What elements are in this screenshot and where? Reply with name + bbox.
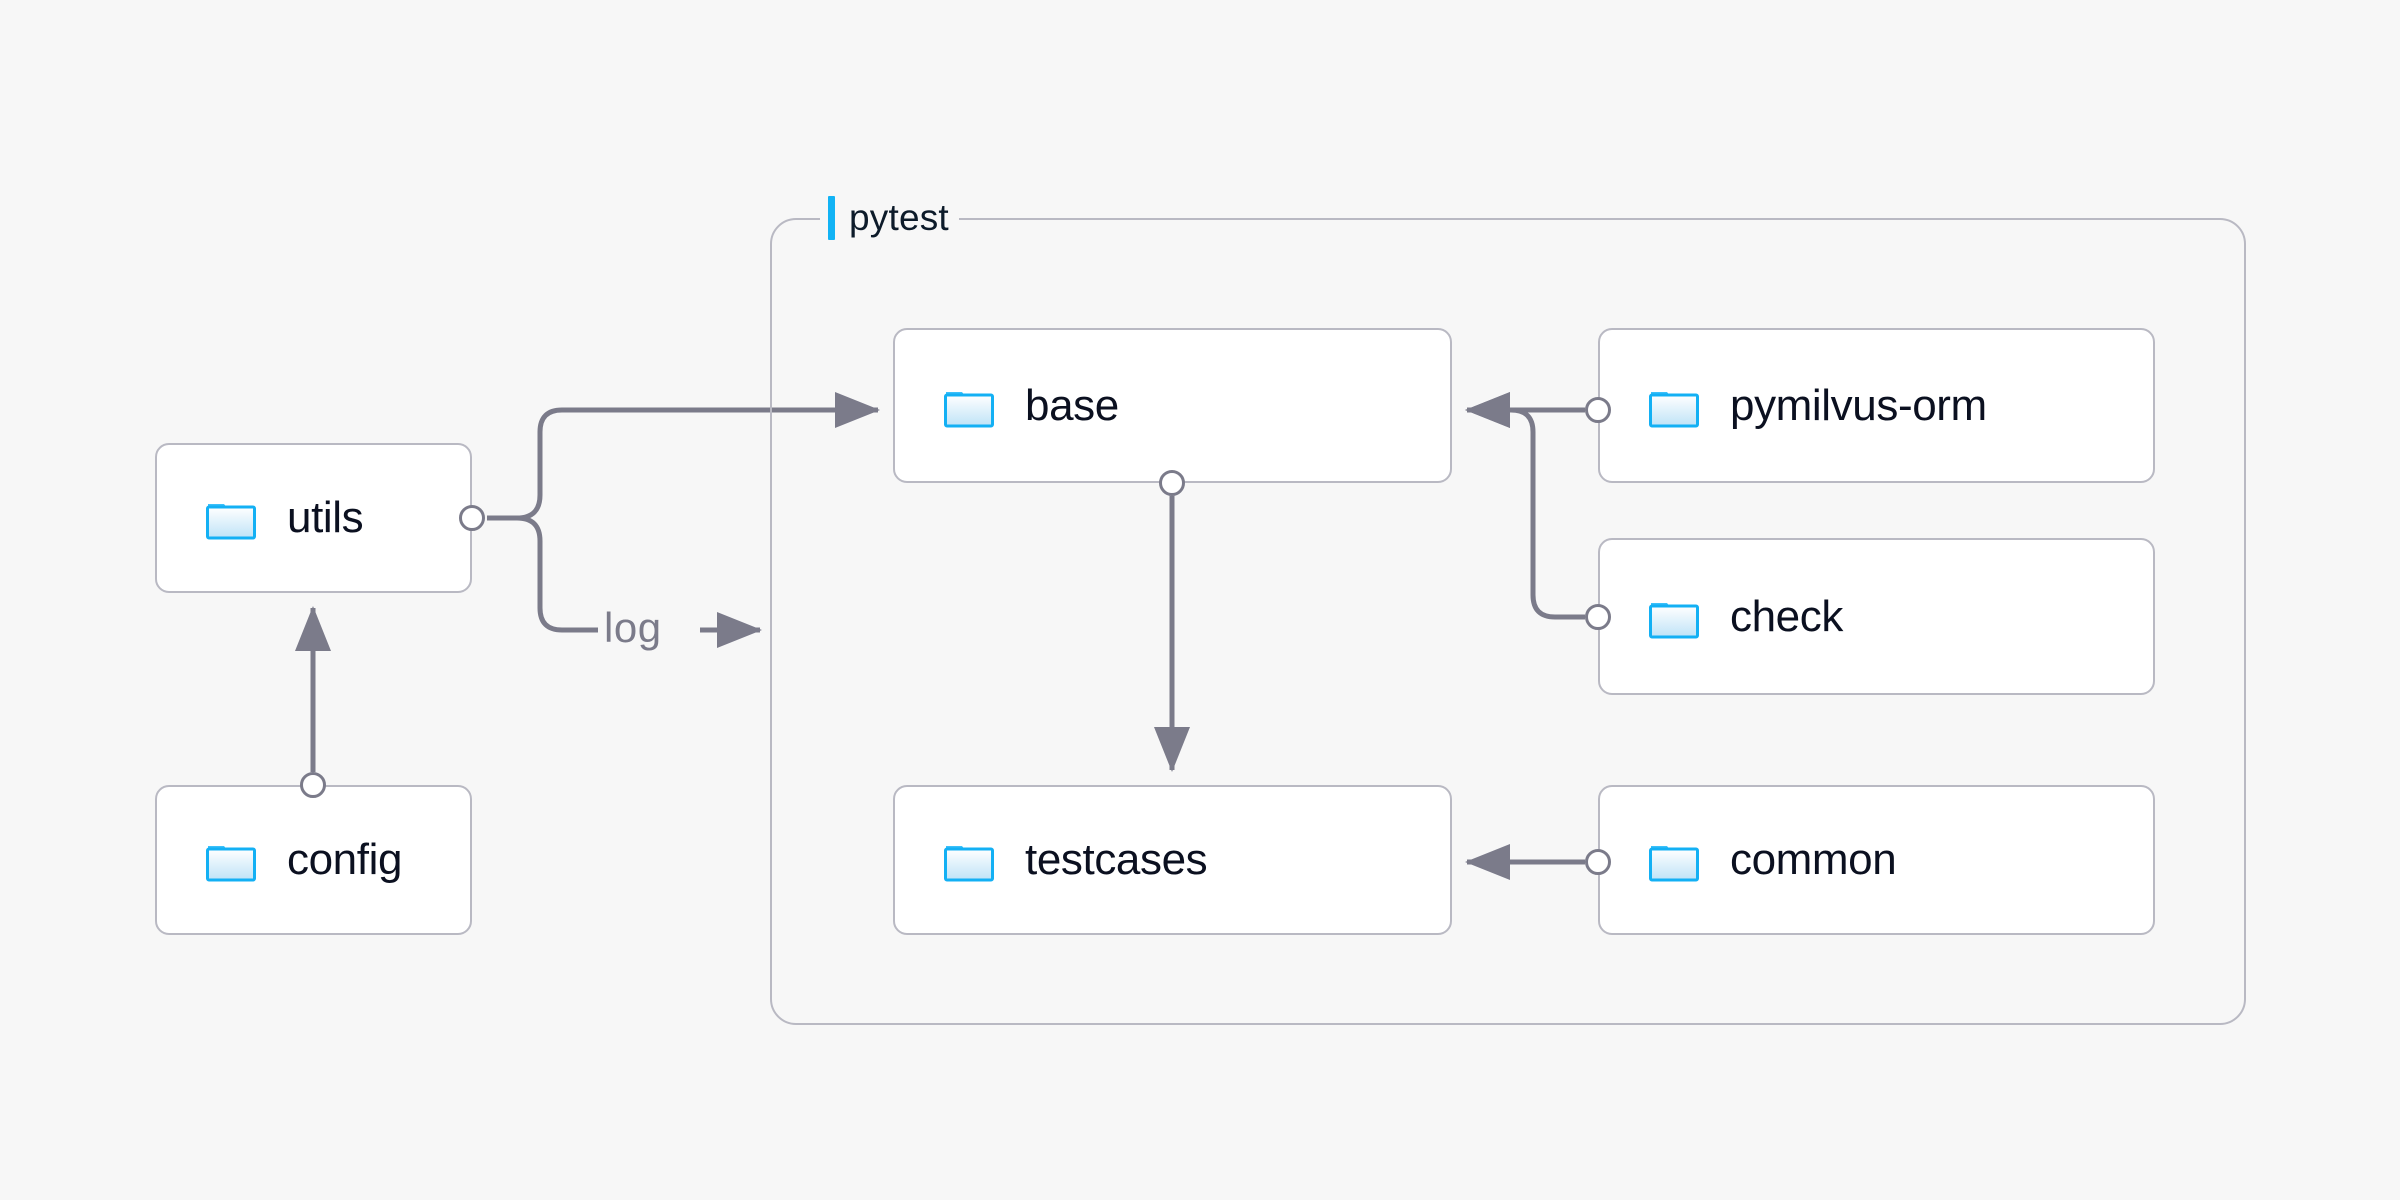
node-label: base [1025,380,1119,430]
port-check-left[interactable] [1585,604,1611,630]
node-pymilvus-orm[interactable]: pymilvus-orm [1598,328,2155,483]
edge-utils-to-log [516,515,598,633]
node-label: testcases [1025,835,1208,884]
node-label: config [287,835,403,884]
port-config-top[interactable] [300,772,326,798]
node-label: check [1730,591,1843,641]
group-pytest-label: pytest [820,195,959,241]
node-base[interactable]: base [893,328,1452,483]
folder-icon [1649,391,1699,427]
node-label: utils [287,493,364,542]
group-pytest[interactable] [770,218,2246,1025]
folder-icon [944,846,994,882]
node-utils[interactable]: utils [155,443,472,593]
group-accent-bar [828,196,835,240]
folder-icon [206,846,256,882]
port-common-left[interactable] [1585,849,1611,875]
node-testcases[interactable]: testcases [893,785,1452,935]
node-config[interactable]: config [155,785,472,935]
group-title: pytest [849,197,949,238]
node-check[interactable]: check [1598,538,2155,695]
folder-icon [944,391,994,427]
node-label: pymilvus-orm [1730,380,1987,430]
node-label: common [1730,835,1897,884]
node-common[interactable]: common [1598,785,2155,935]
port-pymilvus-orm-left[interactable] [1585,397,1611,423]
folder-icon [206,504,256,540]
folder-icon [1649,846,1699,882]
port-utils-right[interactable] [459,505,485,531]
folder-icon [1649,602,1699,638]
edge-label-log: log [604,604,662,651]
port-base-bottom[interactable] [1159,470,1185,496]
